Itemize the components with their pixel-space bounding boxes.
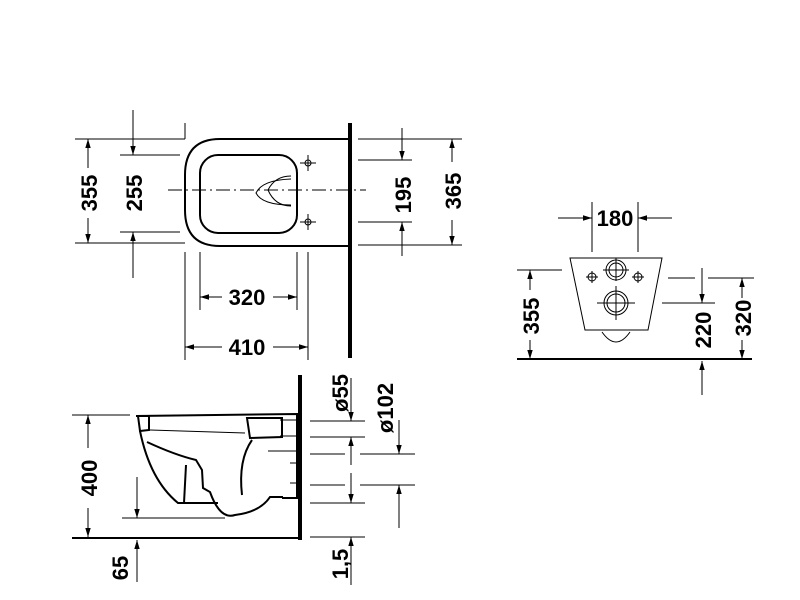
dim-195: 195 bbox=[391, 177, 416, 214]
top-view: 355 255 195 365 320 410 bbox=[75, 110, 466, 360]
dim-180: 180 bbox=[597, 206, 634, 231]
dim-355-front: 355 bbox=[519, 298, 544, 335]
seat-front bbox=[136, 415, 150, 433]
bowl-front-curve bbox=[139, 430, 218, 504]
bowl-outline bbox=[184, 138, 350, 247]
mount-point-icon bbox=[300, 155, 316, 230]
inlet-block bbox=[245, 417, 283, 440]
front-view: 180 355 220 320 bbox=[517, 202, 756, 395]
side-view: ø55 ø102 1,5 400 65 bbox=[72, 374, 415, 585]
dim-410: 410 bbox=[229, 335, 266, 360]
seat-line bbox=[149, 429, 246, 434]
outlet-curve-inner bbox=[255, 178, 292, 206]
dim-320-front: 320 bbox=[731, 300, 756, 337]
bowl-front-outline bbox=[569, 257, 663, 331]
dim-115: 1,5 bbox=[328, 549, 353, 580]
dim-o102: ø102 bbox=[373, 383, 398, 433]
bowl-opening bbox=[199, 154, 298, 234]
trap-curve bbox=[146, 441, 283, 517]
dim-255: 255 bbox=[122, 175, 147, 212]
dim-400: 400 bbox=[77, 460, 102, 497]
bowl-rim bbox=[135, 412, 298, 499]
dim-320: 320 bbox=[229, 285, 266, 310]
dim-220: 220 bbox=[691, 312, 716, 349]
dim-o55: ø55 bbox=[328, 374, 353, 412]
dim-355: 355 bbox=[77, 175, 102, 212]
outlet-pipe bbox=[240, 439, 253, 496]
dim-365: 365 bbox=[441, 173, 466, 210]
bowl-bottom bbox=[601, 331, 631, 343]
connection-lines bbox=[268, 419, 296, 484]
connection-icon bbox=[586, 258, 644, 320]
trap-wall bbox=[183, 464, 187, 504]
dim-65: 65 bbox=[108, 556, 133, 580]
